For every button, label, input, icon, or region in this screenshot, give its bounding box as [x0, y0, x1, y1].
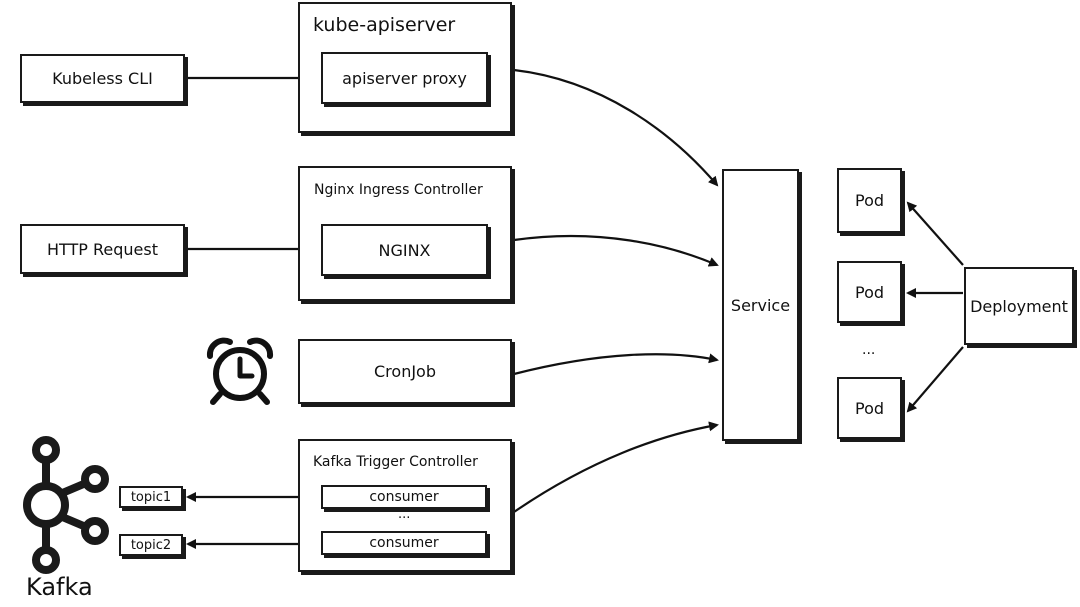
nginx-box: NGINX	[321, 224, 488, 276]
arrow-cronjob-to-service	[513, 353, 719, 376]
topic2-box: topic2	[119, 534, 183, 556]
pod-box-1: Pod	[837, 168, 902, 233]
nginx-ingress-controller-title: Nginx Ingress Controller	[314, 182, 483, 198]
deployment-box: Deployment	[964, 267, 1074, 345]
apiserver-proxy-label: apiserver proxy	[342, 68, 467, 88]
kafka-trigger-controller-title: Kafka Trigger Controller	[313, 454, 478, 470]
nginx-label: NGINX	[378, 240, 431, 260]
consumer-ellipsis: ...	[398, 507, 411, 522]
pod-box-2: Pod	[837, 261, 902, 323]
consumer-box-2: consumer	[321, 531, 487, 555]
http-request-box: HTTP Request	[20, 224, 185, 274]
kafka-label: Kafka	[26, 573, 93, 601]
kafka-logo-icon	[23, 436, 109, 574]
pod-label-2: Pod	[854, 282, 885, 302]
service-box: Service	[722, 169, 799, 441]
arrow-kafka-to-service	[513, 421, 719, 513]
kubeless-cli-box: Kubeless CLI	[20, 54, 185, 103]
consumer-label-1: consumer	[369, 489, 439, 505]
service-label: Service	[730, 295, 791, 315]
apiserver-proxy-box: apiserver proxy	[321, 52, 488, 104]
consumer-label-2: consumer	[369, 535, 439, 551]
arrow-deployment-to-pod1	[906, 201, 964, 266]
deployment-label: Deployment	[970, 296, 1068, 316]
pod-label-3: Pod	[854, 398, 885, 418]
http-request-label: HTTP Request	[46, 239, 159, 259]
arrow-deployment-to-pod3	[906, 346, 964, 413]
pod-label-1: Pod	[854, 191, 885, 210]
cronjob-label: CronJob	[374, 362, 436, 381]
topic1-box: topic1	[119, 486, 183, 508]
pod-box-3: Pod	[837, 377, 902, 439]
consumer-box-1: consumer	[321, 485, 487, 509]
alarm-clock-icon	[206, 337, 274, 405]
topic2-label: topic2	[130, 537, 172, 553]
cronjob-box: CronJob	[298, 339, 512, 404]
kubeless-cli-label: Kubeless CLI	[52, 69, 153, 88]
pods-ellipsis: ...	[862, 342, 876, 358]
arrow-proxy-to-service	[513, 68, 719, 187]
kube-apiserver-title: kube-apiserver	[313, 14, 456, 36]
topic1-label: topic1	[130, 489, 172, 505]
arrow-nginx-to-service	[513, 234, 719, 267]
